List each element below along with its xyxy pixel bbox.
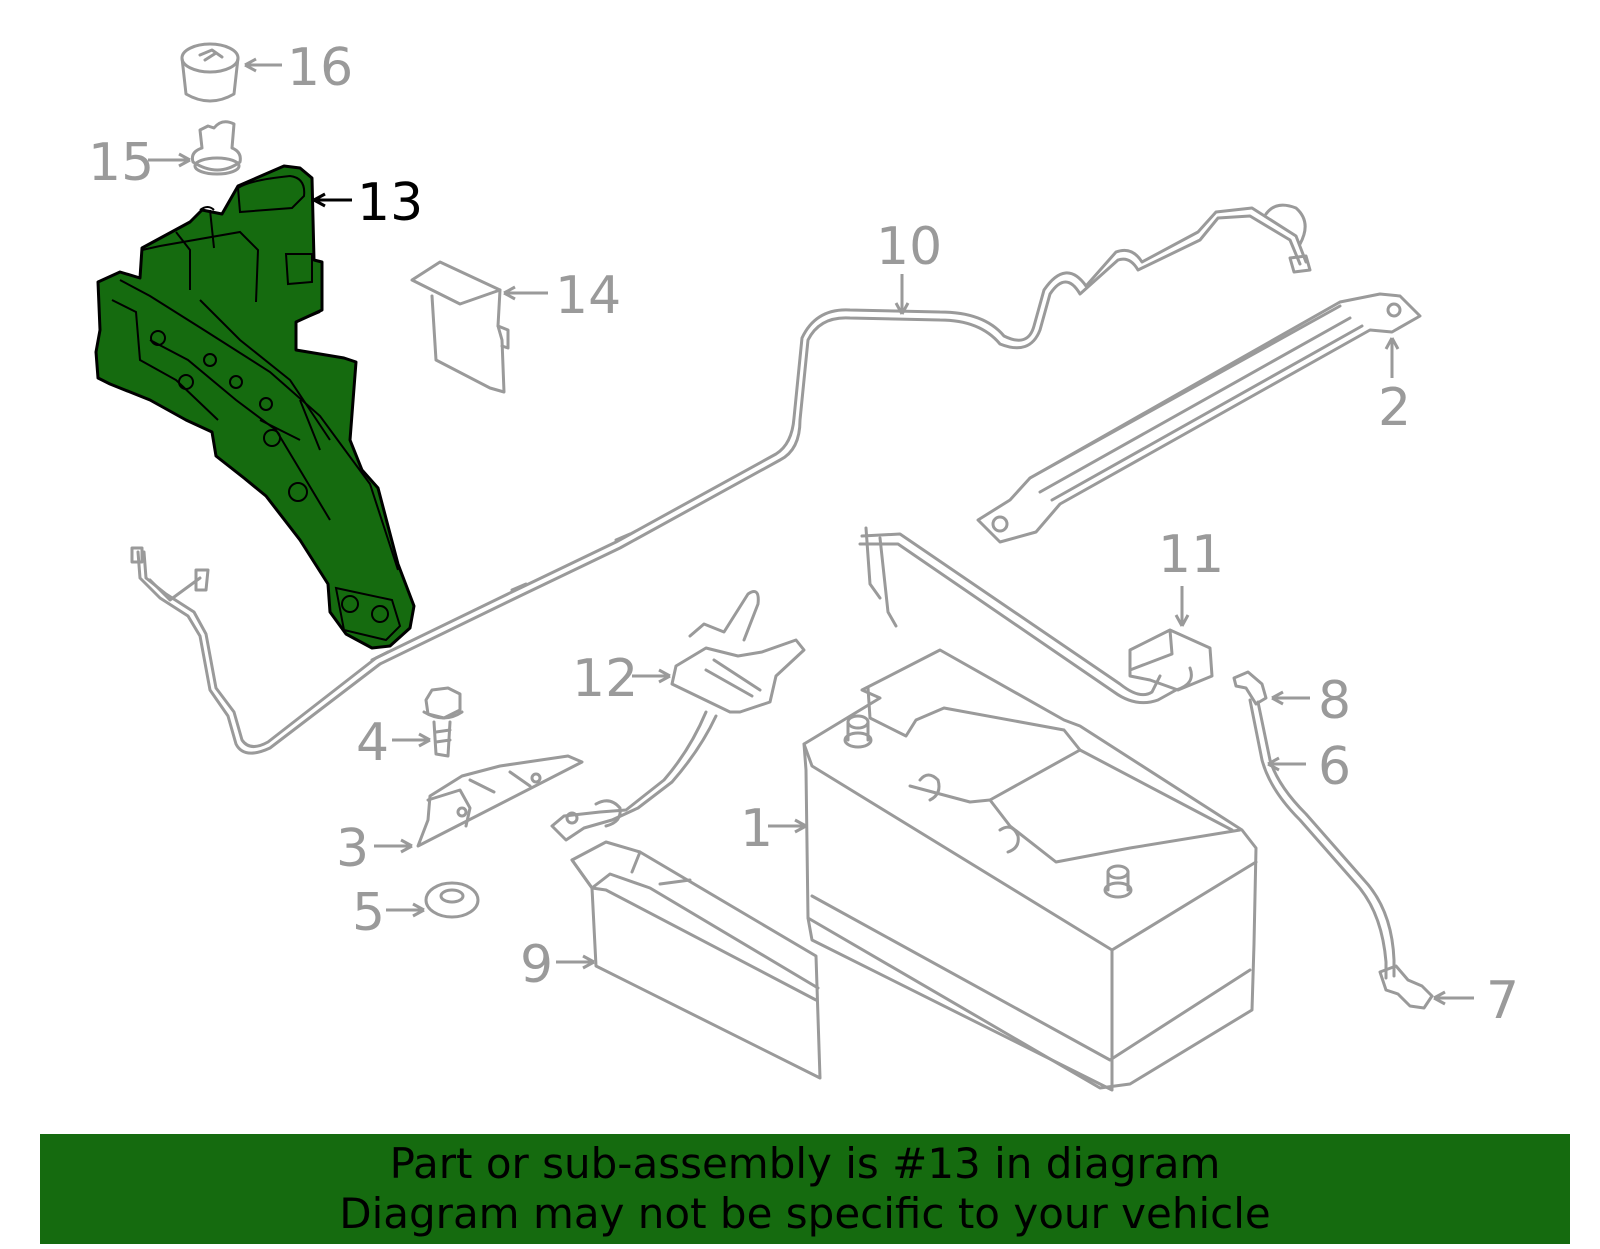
leader-4 [392, 732, 431, 748]
callout-15: 15 [88, 133, 154, 193]
callout-14: 14 [555, 266, 621, 326]
callout-9: 9 [520, 935, 553, 995]
part-1-battery [802, 648, 1258, 1092]
leader-13 [313, 192, 352, 208]
leader-11 [1174, 586, 1190, 627]
leader-3 [374, 838, 413, 854]
leader-15 [148, 152, 191, 168]
callout-5: 5 [352, 883, 385, 943]
callout-10: 10 [876, 217, 942, 277]
callout-3: 3 [336, 819, 369, 879]
part-3-plate [416, 754, 584, 848]
part-13-battery-bracket [94, 164, 416, 650]
leader-16 [244, 57, 282, 73]
leader-7 [1433, 990, 1474, 1006]
part-4-bolt [422, 686, 464, 758]
leader-2 [1384, 337, 1400, 378]
part-14-bracket [410, 260, 510, 394]
part-9-insulator [570, 840, 822, 1080]
callout-11: 11 [1158, 525, 1224, 585]
callout-12: 12 [572, 649, 638, 709]
part-6-8-7-sensor-wire [1232, 670, 1434, 1010]
callout-7: 7 [1486, 971, 1519, 1031]
leader-8 [1271, 690, 1310, 706]
part-11-cable [858, 526, 1214, 705]
parts-diagram: 16 15 13 14 [88, 38, 1519, 1092]
part-10-cable [130, 203, 1312, 755]
callout-4: 4 [356, 713, 389, 773]
callout-13: 13 [357, 173, 423, 233]
leader-14 [503, 285, 548, 301]
part-16-cap [180, 42, 240, 103]
leader-5 [386, 902, 425, 918]
leader-10 [894, 274, 910, 315]
banner-line-1: Part or sub-assembly is #13 in diagram [389, 1139, 1221, 1188]
banner-line-2: Diagram may not be specific to your vehi… [339, 1189, 1271, 1238]
part-5-washer [424, 881, 480, 919]
leader-12 [632, 668, 671, 684]
leader-6 [1267, 756, 1306, 772]
leader-1 [768, 818, 807, 834]
part-2-hold-down [976, 292, 1422, 544]
leader-9 [556, 954, 595, 970]
callout-1: 1 [740, 799, 773, 859]
part-12-terminal-cable [550, 590, 806, 842]
info-banner: Part or sub-assembly is #13 in diagram D… [40, 1134, 1570, 1244]
callout-16: 16 [287, 38, 353, 98]
callout-8: 8 [1318, 671, 1351, 731]
callout-2: 2 [1378, 378, 1411, 438]
part-15-clip [190, 120, 242, 176]
callout-6: 6 [1318, 737, 1351, 797]
